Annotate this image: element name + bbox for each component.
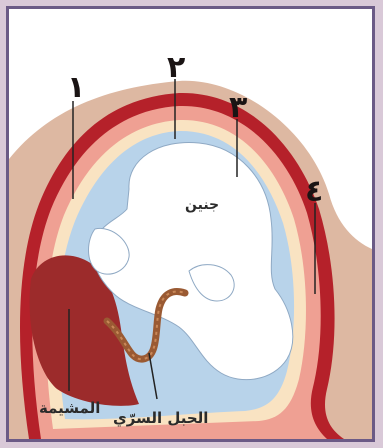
diagram-frame: ١ ٢ ٣ ٤ جنين المشيمة الحبل السرّي (6, 6, 375, 442)
label-3: ٣ (229, 90, 247, 125)
label-umbilical-cord: الحبل السرّي (113, 409, 208, 428)
label-fetus: جنين (185, 197, 219, 213)
label-4: ٤ (305, 174, 323, 209)
label-2: ٢ (167, 50, 185, 85)
label-1: ١ (67, 70, 85, 105)
label-placenta: المشيمة (39, 399, 100, 417)
fetus-in-uterus-diagram: ١ ٢ ٣ ٤ جنين المشيمة الحبل السرّي (9, 9, 372, 439)
